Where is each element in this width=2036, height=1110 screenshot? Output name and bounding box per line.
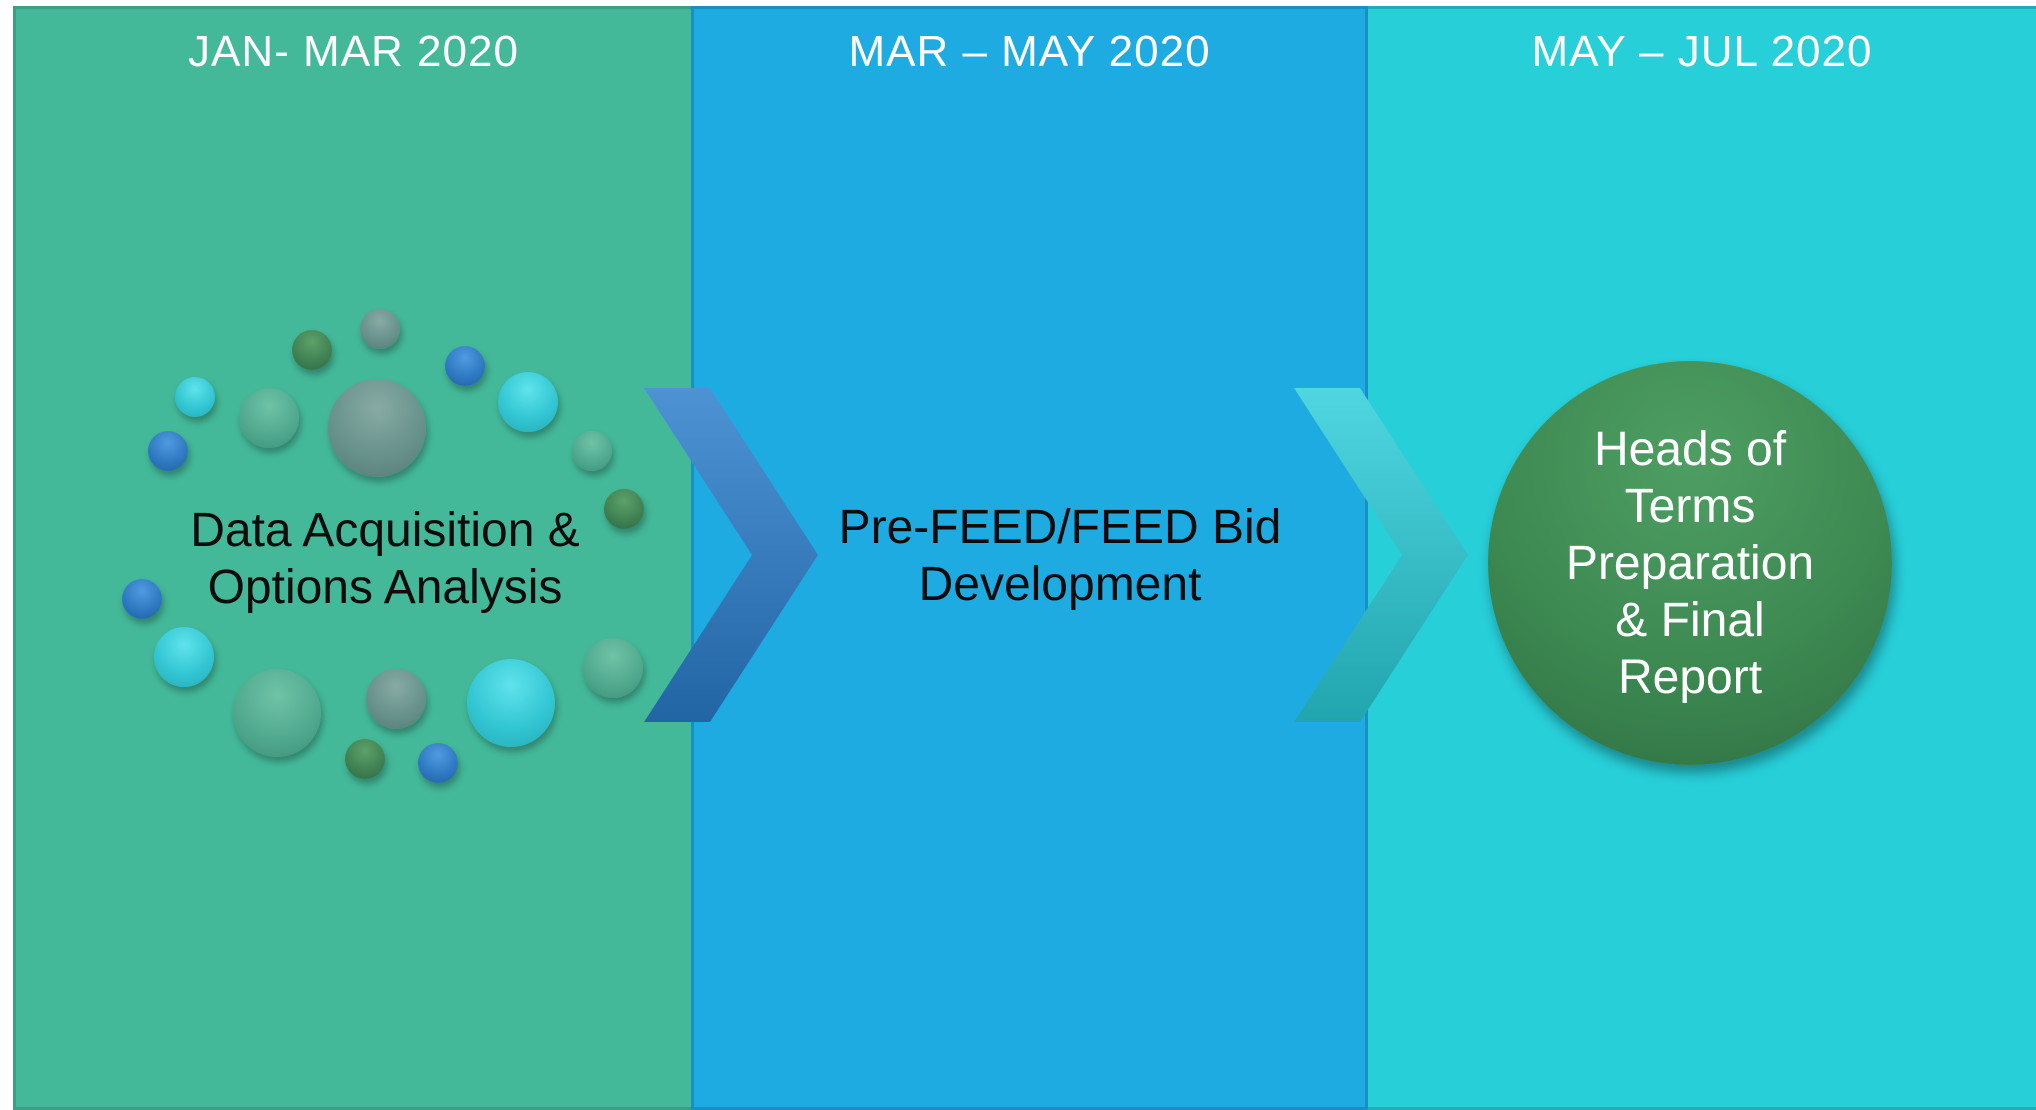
stage-label-line: Data Acquisition & bbox=[190, 504, 580, 557]
bubble bbox=[292, 330, 332, 370]
bubble bbox=[328, 379, 426, 477]
phase-period-title: JAN- MAR 2020 bbox=[188, 27, 519, 76]
stage-label-data-acquisition: Data Acquisition & Options Analysis bbox=[140, 502, 630, 616]
stage-label-line: Development bbox=[918, 558, 1202, 611]
stage-label-line: Terms bbox=[1624, 479, 1756, 533]
phase-panel-mar-may: MAR – MAY 2020 bbox=[691, 6, 1368, 1110]
bubble bbox=[154, 627, 214, 687]
phase-panel-jan-mar: JAN- MAR 2020 bbox=[13, 6, 691, 1110]
stage-label-line: Heads of bbox=[1593, 422, 1787, 476]
chevron-right-icon bbox=[1294, 388, 1468, 722]
bubble bbox=[467, 659, 555, 747]
bubble bbox=[498, 372, 558, 432]
bubble bbox=[360, 309, 400, 349]
bubble bbox=[604, 489, 644, 529]
bubble bbox=[122, 579, 162, 619]
bubble bbox=[572, 431, 612, 471]
bubble bbox=[366, 669, 426, 729]
bubble bbox=[175, 377, 215, 417]
bubble bbox=[445, 346, 485, 386]
bubble bbox=[583, 638, 643, 698]
stage-label-line: & Final bbox=[1615, 593, 1765, 647]
bubble bbox=[418, 743, 458, 783]
phase-period-title: MAR – MAY 2020 bbox=[848, 27, 1211, 76]
bubble bbox=[345, 739, 385, 779]
bubble bbox=[148, 431, 188, 471]
stage-label-heads-of-terms: Heads of Terms Preparation & Final Repor… bbox=[1530, 421, 1850, 706]
stage-label-line: Pre-FEED/FEED Bid bbox=[838, 501, 1282, 554]
stage-label-bid-development: Pre-FEED/FEED Bid Development bbox=[800, 499, 1320, 613]
stage-label-line: Options Analysis bbox=[207, 561, 563, 614]
bubble bbox=[239, 388, 299, 448]
bubble bbox=[233, 669, 321, 757]
phase-period-title: MAY – JUL 2020 bbox=[1531, 27, 1873, 76]
final-stage-circle: Heads of Terms Preparation & Final Repor… bbox=[1488, 361, 1892, 765]
stage-label-line: Preparation bbox=[1565, 536, 1815, 590]
chevron-right-icon bbox=[644, 388, 818, 722]
stage-label-line: Report bbox=[1617, 650, 1763, 704]
